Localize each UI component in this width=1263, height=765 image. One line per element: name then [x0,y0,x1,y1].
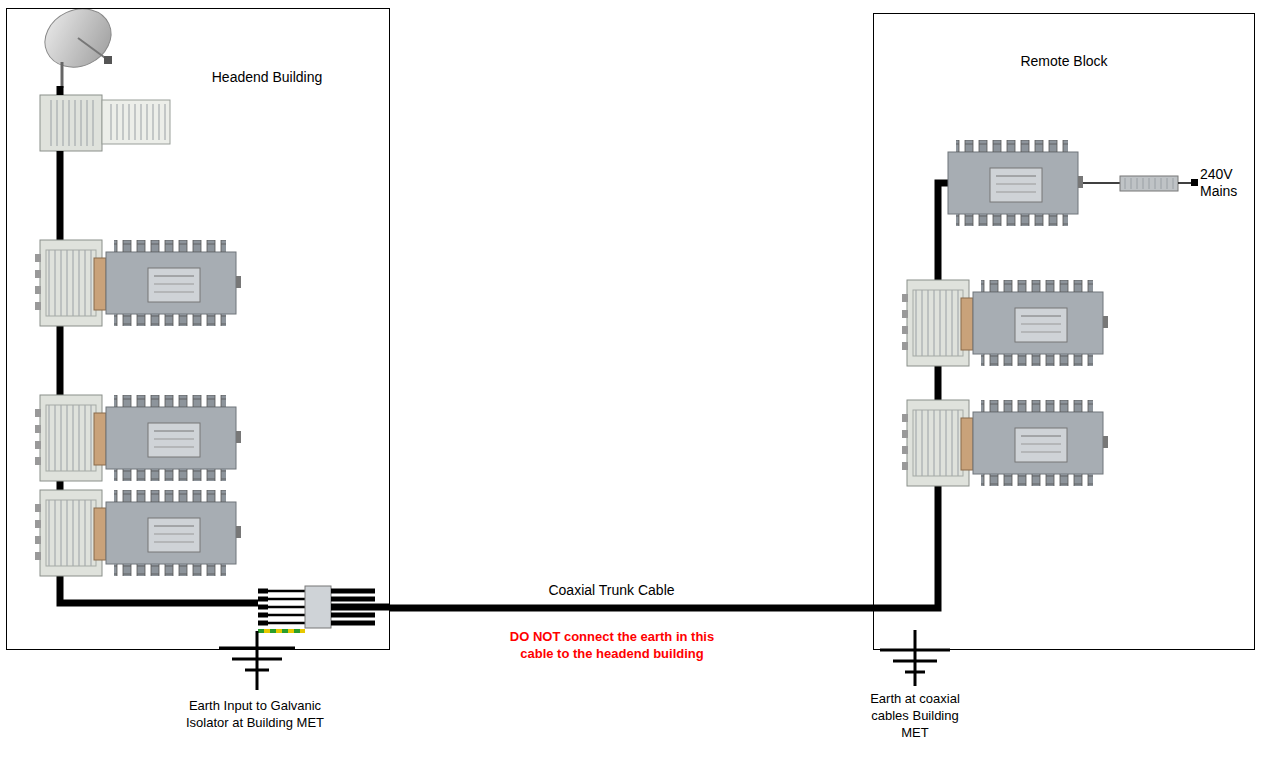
building-box: Remote Block [873,13,1255,650]
building-title: Headend Building [207,67,327,87]
multiswitch [948,140,1083,226]
mains-label: 240V Mains [1200,166,1248,200]
multiswitch [35,240,241,326]
earth-label: Earth at coaxial cables Building MET [862,690,968,741]
earth-symbol [880,630,950,686]
satellite-dish [35,0,120,88]
amplifier-unit [40,95,170,151]
multiswitch [902,280,1108,366]
coax-cable [873,183,948,608]
galvanic-isolator [258,586,390,631]
multiswitch [35,490,241,576]
building-title: Remote Block [994,51,1134,71]
earth-label: Earth Input to Galvanic Isolator at Buil… [185,697,325,731]
multiswitch [35,395,241,481]
coax-trunk-cable [390,605,873,612]
edge-label: Coaxial Trunk Cable [545,582,677,599]
warning-note: DO NOT connect the earth in this cable t… [497,628,727,662]
multiswitch [902,400,1108,486]
earth-symbol [219,631,295,690]
power-supply [1083,176,1198,191]
building-box: Headend Building [6,8,390,650]
